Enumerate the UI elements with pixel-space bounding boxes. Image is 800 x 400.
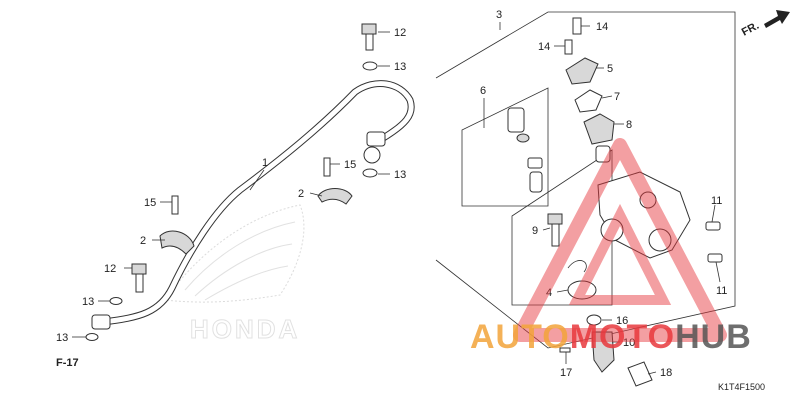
- watermark-triangle-icon: [513, 138, 727, 342]
- callout-12-upper: 12: [394, 27, 406, 39]
- callout-9: 9: [532, 225, 538, 237]
- bolt-14-side: [564, 39, 573, 55]
- joint-10: [591, 331, 615, 373]
- washer-13-mid: [362, 168, 378, 178]
- callout-11-upper: 11: [711, 195, 722, 207]
- callout-15-right: 15: [344, 159, 356, 171]
- reservoir-neck: [595, 145, 611, 163]
- hose-fitting-lower: [91, 314, 111, 330]
- bolt-11-lower: [707, 253, 723, 263]
- callout-2-left: 2: [140, 235, 146, 247]
- sub-assembly-outline-6: [461, 87, 549, 207]
- callout-1: 1: [262, 157, 268, 169]
- callout-7: 7: [614, 91, 620, 103]
- assembly-outline: [435, 11, 736, 349]
- piston-set-6: [507, 107, 543, 193]
- clamp-2-left: [159, 230, 195, 255]
- callout-16: 16: [616, 315, 628, 327]
- bolt-15-left: [171, 195, 179, 215]
- direction-label: FR.: [740, 20, 761, 39]
- bolt-9: [547, 213, 563, 247]
- callout-13-mid: 13: [394, 169, 406, 181]
- front-direction-indicator: FR.: [740, 10, 790, 39]
- bolt-12-lower: [131, 263, 147, 293]
- watermark-text: AUTOMOTOHUB: [470, 318, 752, 356]
- sub-assembly-outline-9: [511, 149, 613, 306]
- clevis-18: [627, 361, 653, 387]
- bolt-14-top: [572, 17, 582, 35]
- washer-13-bottom: [85, 333, 99, 341]
- callout-10: 10: [623, 337, 635, 349]
- callout-6: 6: [480, 85, 486, 97]
- plate-7: [574, 89, 603, 113]
- callout-3: 3: [496, 9, 502, 21]
- reservoir-cap-5: [565, 57, 599, 85]
- bolt-12-upper: [361, 23, 377, 51]
- figure-ref-label: F-17: [56, 357, 79, 369]
- callout-13-upper: 13: [394, 61, 406, 73]
- watermark-text-hub: HUB: [675, 318, 752, 356]
- callout-15-left: 15: [144, 197, 156, 209]
- pin-17: [559, 347, 571, 353]
- washer-13-upper: [362, 61, 378, 71]
- watermark-text-auto: AUTO: [470, 318, 570, 356]
- callout-11-lower: 11: [716, 285, 727, 297]
- bolt-11-upper: [705, 221, 721, 231]
- watermark-text-moto: MOTO: [570, 318, 675, 356]
- callout-18: 18: [660, 367, 672, 379]
- callout-8: 8: [626, 119, 632, 131]
- bolt-15-right: [323, 157, 331, 177]
- callout-17: 17: [560, 367, 572, 379]
- callout-14-side: 14: [538, 41, 550, 53]
- diaphragm-8: [583, 113, 615, 145]
- washer-13-lower: [109, 297, 123, 305]
- circlip: [567, 260, 587, 273]
- callout-4: 4: [546, 287, 552, 299]
- callout-5: 5: [607, 63, 613, 75]
- automotohub-watermark: AUTOMOTOHUB: [470, 138, 752, 356]
- callout-13-bottom: 13: [56, 332, 68, 344]
- leader-lines: [72, 22, 721, 375]
- honda-logo-text: HONDA: [190, 314, 300, 344]
- clamp-2-right: [317, 188, 353, 205]
- banjo-upper: [363, 146, 381, 164]
- front-arrow-icon: [764, 10, 790, 28]
- nut-16: [586, 314, 602, 326]
- master-cylinder-body: [597, 171, 691, 259]
- honda-wing-logo: HONDA: [164, 204, 305, 345]
- callout-12-lower: 12: [104, 263, 116, 275]
- callout-13-lower: 13: [82, 296, 94, 308]
- callout-2-right: 2: [298, 188, 304, 200]
- hose-fitting-upper: [366, 131, 386, 147]
- brake-hose: [99, 80, 415, 326]
- diagram-code: K1T4F1500: [718, 382, 765, 392]
- callout-14-top: 14: [596, 21, 608, 33]
